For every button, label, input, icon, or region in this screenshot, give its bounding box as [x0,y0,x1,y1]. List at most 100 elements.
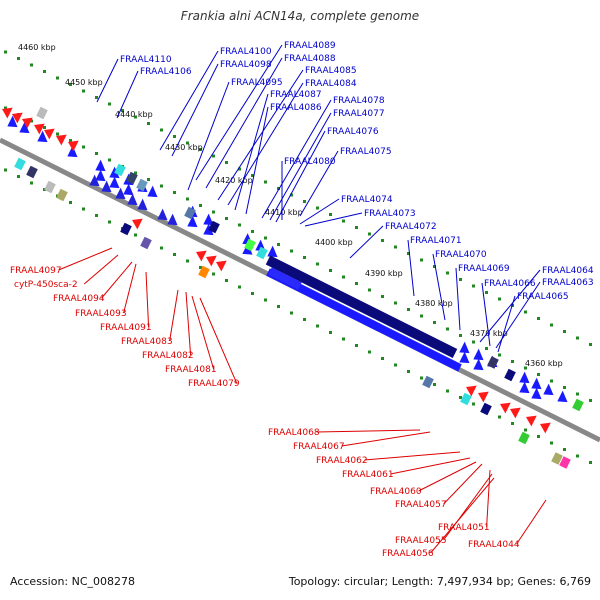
mid-ruler-dot [147,178,150,181]
forward-leader-line [497,295,516,353]
reverse-gene-arrow [68,140,79,152]
ruler-label: 4410 kbp [265,208,303,217]
reverse-gene-arrow [540,422,551,434]
mid-ruler-dot [368,288,371,292]
mid-ruler-dot [381,295,384,298]
gene-block [460,392,472,406]
reverse-gene-arrow [34,123,45,135]
inner-ruler-dot [576,454,579,458]
inner-ruler-dot [459,396,462,399]
mid-ruler-dot [433,321,436,324]
mid-ruler-dot [251,230,254,233]
reverse-gene-label: FRAAL4055 [395,536,447,546]
reverse-gene-label: FRAAL4067 [293,442,345,452]
forward-gene-arrow [109,176,120,189]
outer-ruler-dot [173,135,176,138]
forward-gene-label: FRAAL4086 [270,103,322,113]
outer-ruler-dot [381,239,384,242]
outer-ruler-dot [108,102,111,106]
ruler-label: 4430 kbp [165,143,203,152]
ruler-label: 4450 kbp [65,78,103,87]
mid-ruler-dot [199,204,202,207]
forward-gene-arrow [101,180,112,193]
ruler-label: 4360 kbp [525,359,563,368]
reverse-leader-line [418,461,477,492]
reverse-gene-label: FRAAL4094 [53,294,105,304]
accession-text: Accession: NC_008278 [10,575,136,588]
reverse-gene-label: FRAAL4083 [121,337,173,347]
outer-ruler-dot [251,174,254,177]
inner-ruler-dot [108,220,111,224]
outer-ruler-dot [95,96,98,99]
forward-gene-label: FRAAL4071 [410,236,462,246]
reverse-gene-arrow [478,391,489,403]
outer-ruler-dot [589,343,592,346]
forward-gene-label: FRAAL4072 [385,222,437,232]
mid-ruler-dot [82,145,85,149]
mid-ruler-dot [563,386,566,389]
gene-block [518,431,530,445]
forward-gene-arrow [67,145,78,158]
reverse-leader-line [316,429,421,433]
inner-ruler-dot [316,324,319,328]
gene-block [14,157,26,171]
reverse-leader-line [145,271,150,328]
gene-block [56,188,68,202]
outer-ruler-dot [290,193,293,197]
inner-ruler-dot [420,376,423,380]
inner-ruler-dot [511,422,514,425]
mid-ruler-dot [537,373,540,376]
forward-leader-line [299,198,340,225]
outer-ruler-dot [4,50,7,54]
forward-gene-arrow [7,115,18,128]
map-title: Frankia alni ACN14a, complete genome [180,9,420,23]
inner-ruler-dot [446,389,449,393]
forward-gene-arrow [167,213,178,226]
forward-gene-label: FRAAL4106 [140,67,192,77]
gene-block [559,456,571,469]
forward-gene-label: FRAAL4085 [305,66,357,76]
reverse-gene-label: FRAAL4062 [316,456,368,466]
outer-ruler-dot [433,265,436,268]
reverse-leader-line [486,469,491,528]
reverse-gene-label: FRAAL4068 [268,428,320,438]
forward-gene-label: FRAAL4064 [542,266,594,276]
forward-leader-line [245,106,269,215]
inner-ruler-dot [472,402,475,406]
mid-ruler-dot [511,360,514,363]
reverse-leader-line [101,261,133,299]
forward-leader-line [227,82,304,206]
outer-ruler-dot [277,187,280,190]
reverse-gene-label: FRAAL4097 [10,266,62,276]
reverse-gene-arrow [56,134,67,146]
gene-block [487,356,499,369]
reverse-gene-label: FRAAL4079 [188,379,240,389]
inner-ruler-dot [225,279,228,282]
inner-ruler-dot [290,311,293,315]
forward-leader-line [217,69,304,201]
forward-gene-arrow [203,213,214,226]
outer-ruler-dot [186,141,189,145]
outer-ruler-dot [303,200,306,203]
reverse-gene-arrow [132,218,143,230]
reverse-leader-line [430,477,495,554]
mid-ruler-dot [550,379,553,383]
forward-gene-label: FRAAL4088 [284,54,336,64]
forward-gene-arrow [19,121,30,134]
mid-ruler-dot [459,334,462,337]
ruler-label: 4420 kbp [215,176,253,185]
reverse-leader-line [123,263,137,314]
reverse-gene-arrow [466,385,477,397]
inner-ruler-dot [69,201,72,204]
mid-ruler-dot [95,152,98,155]
forward-leader-line [275,130,326,223]
inner-ruler-dot [550,441,553,445]
mid-ruler-dot [329,269,332,272]
mid-ruler-dot [212,210,215,214]
forward-leader-line [159,50,219,151]
forward-gene-label: FRAAL4076 [327,127,379,137]
outer-ruler-dot [329,213,332,216]
forward-gene-label: FRAAL4087 [270,90,322,100]
outer-ruler-dot [43,70,46,73]
